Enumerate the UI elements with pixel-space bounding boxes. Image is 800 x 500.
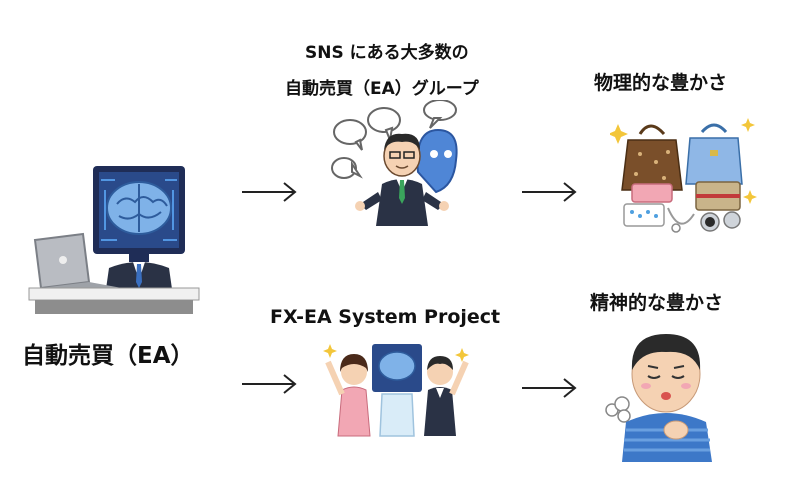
- luxury-bags-jewelry-icon: [608, 110, 760, 240]
- relieved-man-icon: [600, 312, 730, 462]
- arrow-right-icon: [242, 374, 297, 394]
- top-result-label: 物理的な豊かさ: [594, 72, 728, 94]
- bottom-caption: FX-EA System Project: [270, 306, 501, 328]
- businessman-speech-bubbles-ghost-icon: [330, 99, 480, 230]
- happy-people-brain-monitor-icon: [322, 338, 472, 438]
- arrow-right-icon: [522, 182, 577, 202]
- bottom-result-label: 精神的な豊かさ: [590, 292, 724, 314]
- top-caption-line1: SNS にある大多数の: [305, 43, 469, 63]
- source-label: 自動売買（EA）: [22, 343, 194, 369]
- arrow-right-icon: [522, 378, 577, 398]
- arrow-right-icon: [242, 182, 297, 202]
- top-caption-line2: 自動売買（EA）グループ: [285, 79, 479, 99]
- brain-monitor-businessman-icon: [25, 160, 205, 320]
